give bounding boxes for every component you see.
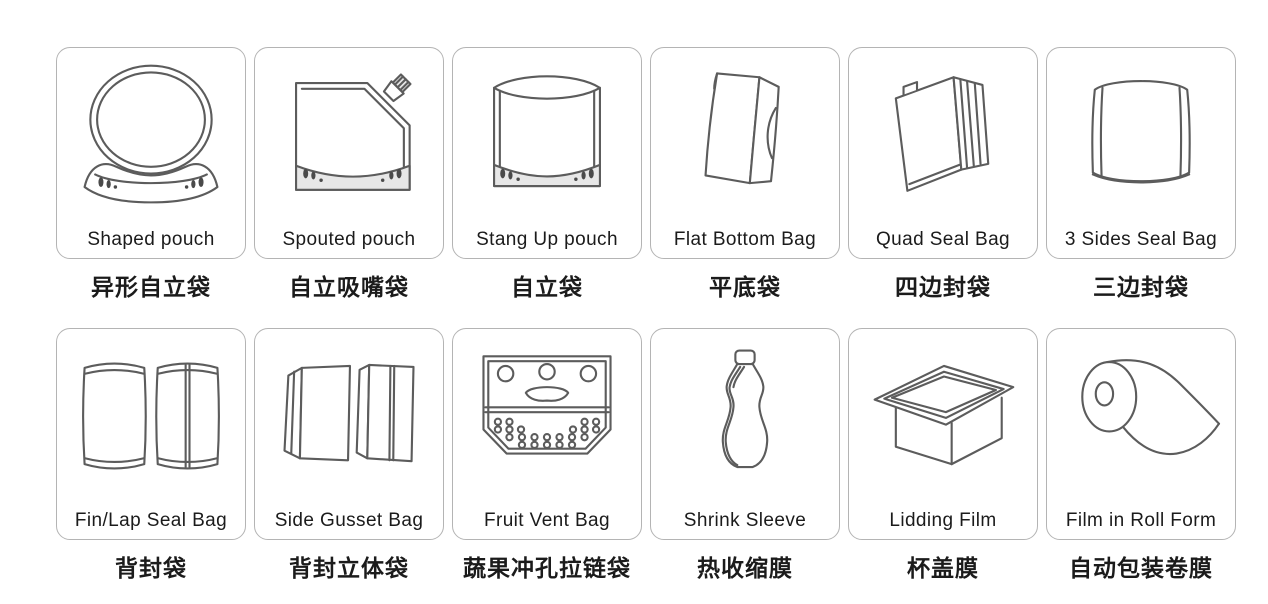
card-frame: Stang Up pouch — [452, 47, 642, 259]
film-in-roll-form-icon — [1047, 334, 1235, 498]
product-card-lidding-film: Lidding Film 杯盖膜 — [848, 328, 1038, 583]
product-name-en: Flat Bottom Bag — [673, 229, 817, 250]
product-name-zh: 自立吸嘴袋 — [289, 274, 409, 300]
product-name-en: Quad Seal Bag — [875, 229, 1011, 250]
product-name-zh: 异形自立袋 — [91, 274, 211, 300]
product-card-shrink-sleeve: Shrink Sleeve 热收缩膜 — [650, 328, 840, 583]
product-name-zh: 自动包装卷膜 — [1069, 555, 1213, 581]
product-name-en: Fruit Vent Bag — [483, 510, 610, 531]
product-card-stand-up-pouch: Stang Up pouch 自立袋 — [452, 47, 642, 302]
product-card-side-gusset-bag: Side Gusset Bag 背封立体袋 — [254, 328, 444, 583]
stand-up-pouch-icon — [453, 53, 641, 217]
product-name-zh: 背封立体袋 — [289, 555, 409, 581]
product-name-en: Shaped pouch — [87, 229, 215, 250]
fin-lap-seal-bag-icon — [57, 334, 245, 498]
product-name-zh: 杯盖膜 — [907, 555, 979, 581]
three-sides-seal-bag-icon — [1047, 53, 1235, 217]
shaped-pouch-icon — [57, 53, 245, 217]
product-card-shaped-pouch: Shaped pouch 异形自立袋 — [56, 47, 246, 302]
product-name-en: Fin/Lap Seal Bag — [74, 510, 228, 531]
card-frame: Shrink Sleeve — [650, 328, 840, 540]
product-card-fin-lap-seal-bag: Fin/Lap Seal Bag 背封袋 — [56, 328, 246, 583]
product-card-fruit-vent-bag: Fruit Vent Bag 蔬果冲孔拉链袋 — [452, 328, 642, 583]
spouted-pouch-icon — [255, 53, 443, 217]
product-name-zh: 平底袋 — [709, 274, 781, 300]
product-card-three-sides-seal-bag: 3 Sides Seal Bag 三边封袋 — [1046, 47, 1236, 302]
card-frame: Flat Bottom Bag — [650, 47, 840, 259]
product-name-en: Film in Roll Form — [1065, 510, 1217, 531]
product-name-zh: 自立袋 — [511, 274, 583, 300]
product-name-en: Stang Up pouch — [476, 229, 618, 250]
product-name-en: Spouted pouch — [282, 229, 416, 250]
product-name-zh: 四边封袋 — [895, 274, 991, 300]
product-name-zh: 热收缩膜 — [697, 555, 793, 581]
flat-bottom-bag-icon — [651, 53, 839, 217]
card-frame: Spouted pouch — [254, 47, 444, 259]
side-gusset-bag-icon — [255, 334, 443, 498]
product-card-flat-bottom-bag: Flat Bottom Bag 平底袋 — [650, 47, 840, 302]
product-card-spouted-pouch: Spouted pouch 自立吸嘴袋 — [254, 47, 444, 302]
quad-seal-bag-icon — [849, 53, 1037, 217]
lidding-film-icon — [849, 334, 1037, 498]
product-name-en: Lidding Film — [889, 510, 997, 531]
product-card-film-in-roll-form: Film in Roll Form 自动包装卷膜 — [1046, 328, 1236, 583]
fruit-vent-bag-icon — [453, 334, 641, 498]
product-name-en: Shrink Sleeve — [683, 510, 807, 531]
card-frame: Shaped pouch — [56, 47, 246, 259]
card-frame: Lidding Film — [848, 328, 1038, 540]
card-frame: Side Gusset Bag — [254, 328, 444, 540]
card-frame: Fruit Vent Bag — [452, 328, 642, 540]
product-name-en: 3 Sides Seal Bag — [1064, 229, 1218, 250]
shrink-sleeve-icon — [651, 334, 839, 498]
card-frame: Film in Roll Form — [1046, 328, 1236, 540]
product-name-zh: 背封袋 — [115, 555, 187, 581]
product-name-en: Side Gusset Bag — [274, 510, 424, 531]
packaging-types-grid: Shaped pouch 异形自立袋 — [56, 47, 1236, 583]
card-frame: 3 Sides Seal Bag — [1046, 47, 1236, 259]
product-card-quad-seal-bag: Quad Seal Bag 四边封袋 — [848, 47, 1038, 302]
card-frame: Quad Seal Bag — [848, 47, 1038, 259]
product-name-zh: 蔬果冲孔拉链袋 — [463, 555, 631, 581]
card-frame: Fin/Lap Seal Bag — [56, 328, 246, 540]
product-name-zh: 三边封袋 — [1093, 274, 1189, 300]
